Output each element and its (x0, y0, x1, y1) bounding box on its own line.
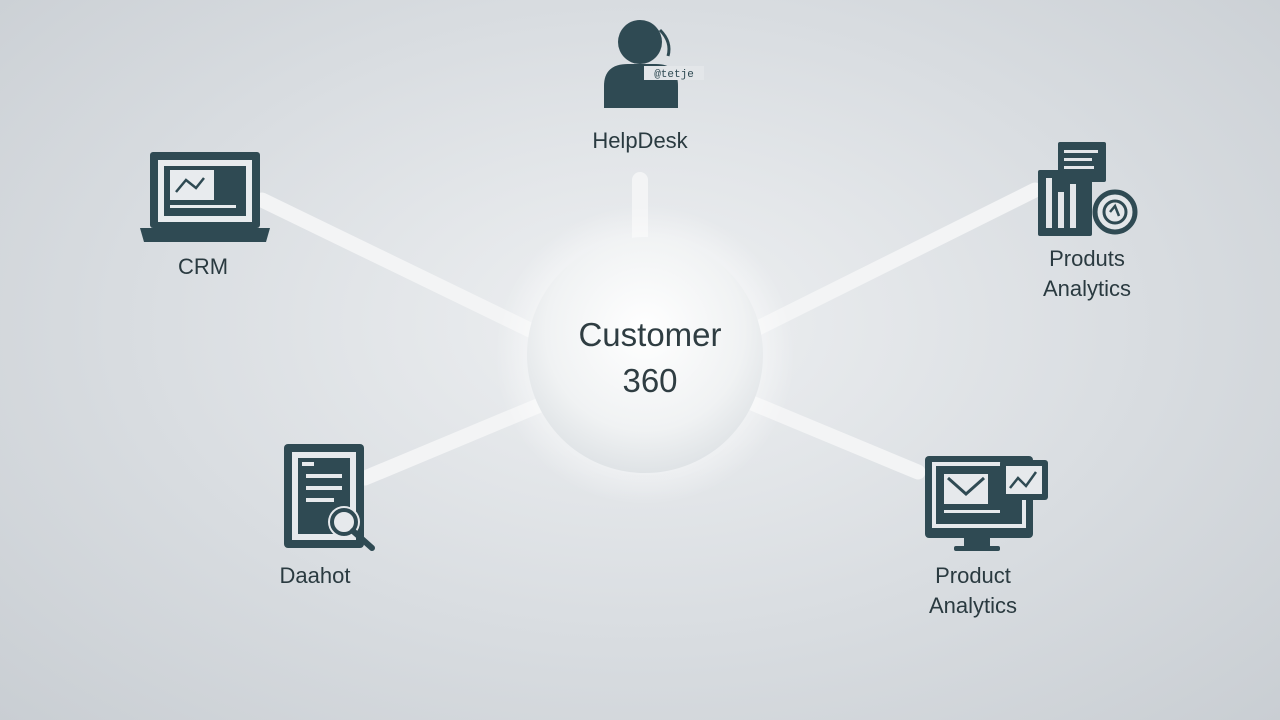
datahot-label: Daahot (279, 563, 351, 588)
helpdesk-badge-text: @tetje (654, 69, 694, 81)
hub-sphere (527, 237, 763, 473)
analytics-report-icon (1038, 142, 1138, 236)
hub-label-line1: Customer (578, 316, 722, 353)
product-analytics-top-line1: Produts (1049, 246, 1125, 271)
hub-label-line2: 360 (622, 362, 678, 399)
crm-label: CRM (177, 254, 229, 279)
agent-headset-icon: @tetje (604, 20, 704, 108)
product-analytics-top-line2: Analytics (1042, 276, 1132, 301)
connector-product-analytics-top (750, 182, 1043, 336)
document-search-icon (284, 444, 375, 551)
product-analytics-bottom-label: Product Analytics (896, 561, 1050, 621)
hub-label: Customer 360 (520, 312, 780, 404)
monitor-dashboard-icon (925, 456, 1048, 551)
product-analytics-bottom-line2: Analytics (928, 593, 1018, 618)
helpdesk-label: HelpDesk (592, 128, 688, 153)
product-analytics-top-label: Produts Analytics (1010, 244, 1164, 304)
laptop-icon (140, 152, 270, 242)
product-analytics-bottom-line1: Product (935, 563, 1011, 588)
connector-crm (254, 192, 538, 338)
